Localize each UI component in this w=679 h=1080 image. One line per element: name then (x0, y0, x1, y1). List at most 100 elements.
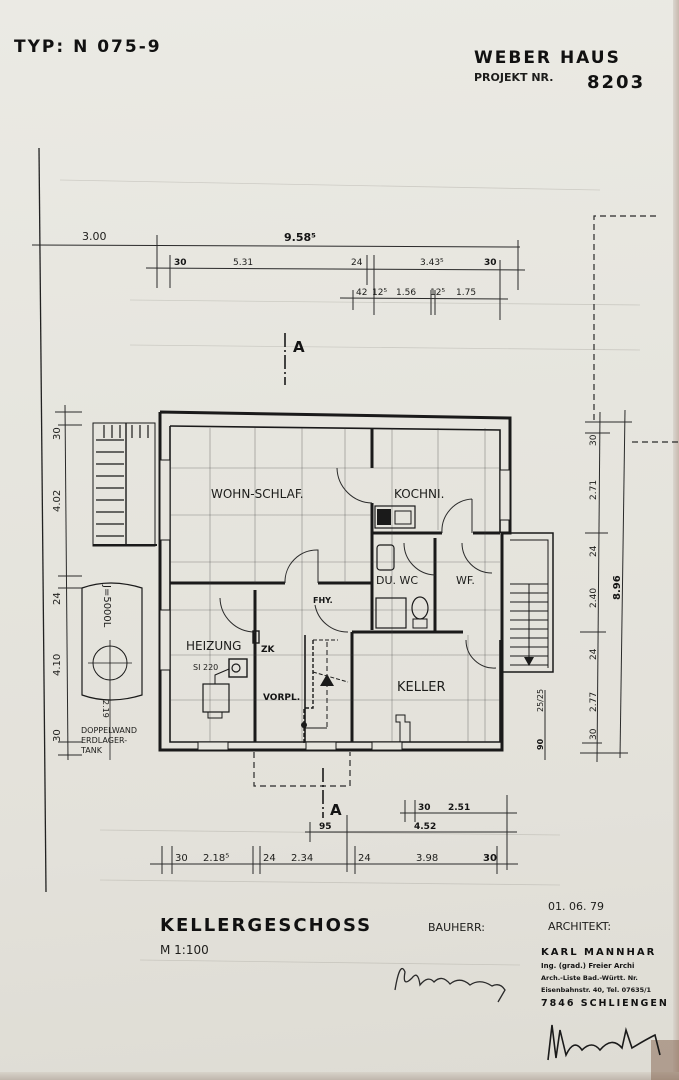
tank-capacity: J=5000L (101, 584, 112, 628)
architect-name: KARL MANNHAR (541, 947, 656, 958)
architect-line-2: Arch.-Liste Bad.-Württ. Nr. (541, 974, 638, 982)
shower-icon (375, 597, 407, 629)
dim-bottom-2.51: 2.51 (448, 803, 470, 813)
bottom-dimension-chains: 30 2.51 95 4.52 30 2.18⁵ 24 2.34 24 3.98… (150, 795, 518, 874)
section-label-top: A (293, 338, 305, 356)
fixtures (202, 505, 429, 742)
architect-signature (547, 1024, 661, 1061)
room-label-heizung: HEIZUNG (186, 639, 241, 653)
washbasin-icon (376, 544, 395, 571)
dim-bottom-2.34: 2.34 (291, 853, 313, 864)
architect-city: 7846 SCHLIENGEN (541, 998, 669, 1009)
dim-bottom-30a: 30 (175, 853, 188, 864)
dim-bottom-3.98: 3.98 (416, 853, 438, 864)
dim-top-1.56: 1.56 (396, 288, 416, 298)
drawing-date: 01. 06. 79 (548, 900, 604, 913)
dim-right-30b: 30 (589, 728, 599, 740)
floor-grid (170, 428, 500, 742)
client-signature (394, 967, 506, 1003)
tank-label-3: TANK (80, 746, 103, 755)
dim-right-2.77: 2.77 (589, 692, 599, 712)
company-name: WEBER HAUS (474, 48, 621, 68)
section-marker-bottom: A (253, 752, 351, 819)
dim-stair-90: 90 (536, 738, 545, 750)
dim-top-42: 42 (356, 288, 367, 298)
tank-label-1: DOPPELWAND (81, 726, 137, 735)
top-dimension-chains: 3.00 9.58⁵ 30 5.31 24 3.43⁵ 30 42 12⁵ 1.… (31, 230, 526, 320)
dim-top-3.00: 3.00 (82, 230, 107, 243)
sink-icon (394, 510, 412, 525)
label-zk: ZK (261, 645, 276, 655)
toilet-icon (411, 596, 429, 620)
inner-stair (301, 639, 349, 745)
oil-burner-icon (202, 683, 230, 713)
architect-line-1: Ing. (grad.) Freier Archi (541, 962, 634, 970)
kitchen-counter (374, 505, 416, 529)
dim-bottom-30b: 30 (483, 853, 497, 864)
room-label-keller: KELLER (397, 680, 445, 695)
dim-bottom-30: 30 (418, 803, 431, 813)
drain-icon (395, 714, 411, 742)
doors (219, 467, 497, 669)
dim-left-30a: 30 (52, 427, 63, 440)
exterior-stair (502, 532, 554, 673)
project-label: PROJEKT NR. (474, 71, 553, 84)
room-label-fhy: FHY. (313, 596, 333, 605)
dim-bottom-4.52: 4.52 (414, 822, 436, 832)
dim-left-4.10: 4.10 (52, 654, 63, 676)
room-label-kochni: KOCHNI. (394, 487, 444, 501)
dim-right-30a: 30 (589, 434, 599, 446)
project-number: 8203 (587, 72, 645, 93)
title-block: KELLERGESCHOSS M 1:100 BAUHERR: 01. 06. … (160, 900, 669, 1061)
dashed-outline-right (593, 215, 660, 420)
dim-right-2.40: 2.40 (589, 588, 599, 608)
left-dimension-chain: 30 4.02 24 4.10 30 (52, 404, 82, 761)
room-labels: WOHN-SCHLAF. KOCHNI. DU. WC WF. FHY. HEI… (186, 487, 475, 703)
dim-top-30b: 30 (484, 258, 497, 268)
light-well-steps (92, 422, 157, 547)
building-walls (158, 410, 512, 752)
dim-top-12.5a: 12⁵ (372, 288, 387, 298)
table-corner-background (651, 1040, 679, 1080)
sheet-edge-bottom (0, 1072, 679, 1080)
architect-line-3: Eisenbahnstr. 40, Tel. 07635/1 (541, 986, 652, 994)
client-label: BAUHERR: (428, 921, 485, 934)
dim-top-30a: 30 (174, 258, 187, 268)
left-border-line (38, 147, 47, 893)
right-dimension-chain: 30 2.71 24 2.40 24 2.77 30 8.96 25/25 90 (536, 409, 632, 763)
section-marker-top: A (284, 333, 305, 385)
dim-bottom-24a: 24 (263, 853, 276, 864)
dim-top-1.75: 1.75 (456, 288, 476, 298)
section-label-bottom: A (330, 801, 342, 819)
drawing-title: KELLERGESCHOSS (160, 915, 372, 936)
room-label-wf: WF. (456, 574, 475, 587)
room-label-du-wc: DU. WC (376, 574, 418, 587)
room-label-vorpl: VORPL. (263, 693, 300, 703)
stove-icon (377, 509, 391, 525)
tank-dim: 2.19 (101, 700, 110, 718)
architect-label: ARCHITEKT: (548, 920, 611, 933)
dim-bottom-24b: 24 (358, 853, 371, 864)
dim-top-24: 24 (351, 258, 363, 268)
boiler-icon (228, 658, 248, 678)
oil-tank: J=5000L 2.19 DOPPELWAND ERDLAGER- TANK (80, 582, 143, 760)
type-label: TYP: N 075-9 (14, 37, 162, 57)
dim-right-24b: 24 (589, 648, 599, 660)
dim-bottom-95: 95 (319, 822, 332, 832)
dim-left-24: 24 (52, 592, 63, 605)
sheet-edge-right (673, 0, 679, 1080)
dim-stair-25-25: 25/25 (536, 689, 545, 712)
dim-top-12.5b: 12⁵ (430, 288, 445, 298)
tank-label-2: ERDLAGER- (81, 736, 127, 745)
dim-left-4.02: 4.02 (52, 490, 63, 512)
dim-top-5.31: 5.31 (233, 258, 253, 268)
dim-right-total: 8.96 (612, 575, 623, 600)
dim-bottom-2.185: 2.18⁵ (203, 853, 229, 864)
dim-top-3.43: 3.43⁵ (420, 258, 444, 268)
drawing-scale: M 1:100 (160, 943, 209, 957)
chimney-icon (252, 630, 260, 644)
dim-left-30b: 30 (52, 729, 63, 742)
dim-right-2.71: 2.71 (589, 480, 599, 500)
